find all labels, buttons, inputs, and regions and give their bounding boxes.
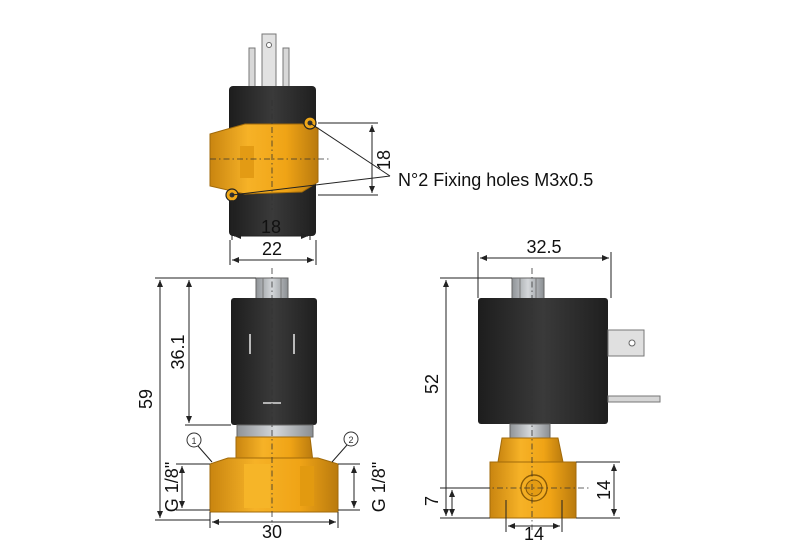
svg-text:1: 1 [191, 436, 196, 446]
top-view: 18 18 22 N°2 Fixing holes M3x0.5 [209, 33, 593, 265]
dim-side-base-width: 14 [524, 524, 544, 544]
dim-top-width: 22 [262, 239, 282, 259]
port-marker-2: 2 [331, 431, 359, 463]
fixing-holes-note: N°2 Fixing holes M3x0.5 [398, 170, 593, 190]
front-brass-body [209, 436, 339, 513]
front-view: 1 2 59 36.1 G 1/8" G 1/8" 30 [136, 268, 389, 542]
svg-text:2: 2 [348, 435, 353, 445]
dim-port-left: G 1/8" [162, 462, 182, 512]
side-brass-body [489, 437, 577, 519]
front-coil [231, 298, 317, 425]
dim-overall-height: 59 [136, 389, 156, 409]
dim-coil-height: 36.1 [168, 334, 188, 369]
dim-top-height: 18 [374, 150, 394, 170]
dim-base-width: 30 [262, 522, 282, 542]
side-coil [478, 298, 608, 424]
dim-coil-width: 32.5 [526, 237, 561, 257]
dim-port-right: G 1/8" [369, 462, 389, 512]
dim-port-height: 7 [422, 496, 442, 506]
side-connector-tab [607, 329, 645, 357]
dim-base-height: 14 [594, 480, 614, 500]
top-terminal [248, 33, 290, 91]
port-marker-1: 1 [186, 432, 213, 463]
dim-hole-spacing: 18 [261, 217, 281, 237]
side-view: 32.5 52 7 14 14 [422, 237, 661, 544]
dim-side-height: 52 [422, 374, 442, 394]
